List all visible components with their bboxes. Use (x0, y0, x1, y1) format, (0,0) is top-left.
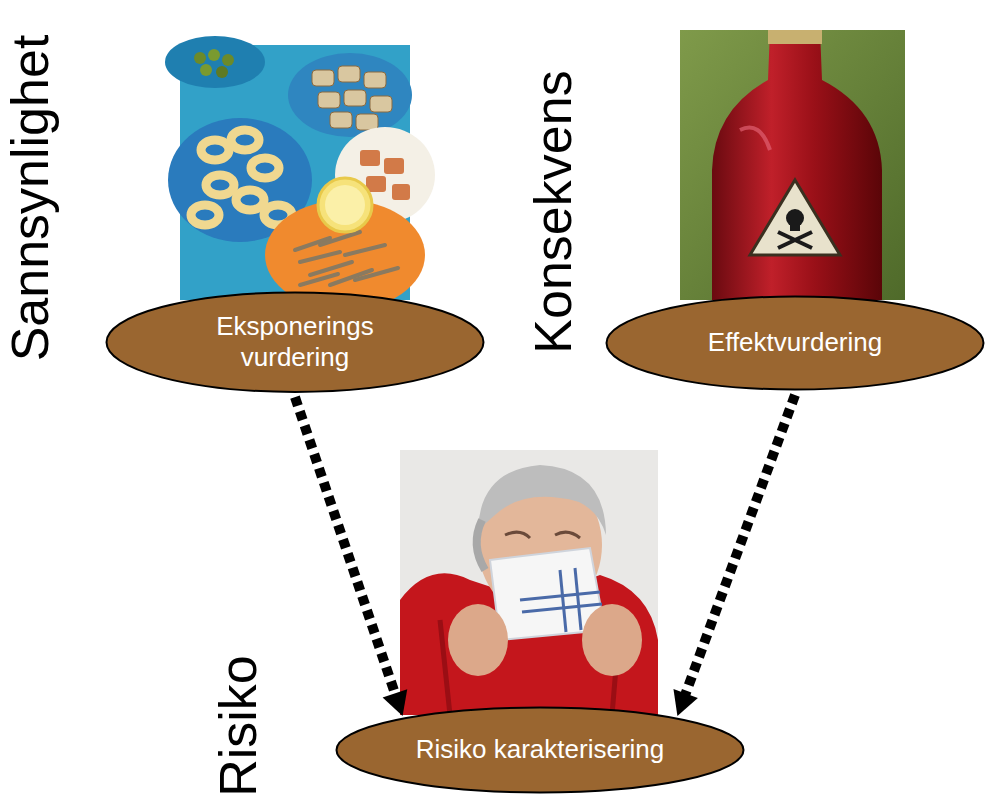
node-label: Eksponerings vurdering (166, 311, 424, 373)
ellipse-shape (107, 292, 484, 391)
ellipse-node: Eksponerings vurdering (105, 291, 485, 393)
axis-label: Risiko (212, 655, 264, 797)
ellipse-node: Effektvurdering (605, 295, 985, 391)
node-label: Risiko karakterisering (416, 734, 665, 765)
ellipse-shape (607, 297, 984, 390)
node-label: Effektvurdering (708, 327, 882, 358)
axis-label: Konsekvens (527, 70, 579, 353)
arrowhead (673, 689, 697, 716)
arrowhead (383, 689, 408, 716)
poison-bottle-photo (680, 30, 905, 300)
food-photo (165, 36, 435, 310)
dotted-line (685, 395, 795, 695)
axis-label: Sannsynlighet (4, 35, 56, 362)
sick-man-photo (400, 450, 658, 715)
ellipse-node: Risiko karakterisering (335, 706, 745, 794)
dotted-arrow (673, 395, 795, 716)
dotted-line (295, 397, 396, 695)
ellipse-shape (337, 708, 744, 793)
dotted-arrow (295, 397, 407, 716)
